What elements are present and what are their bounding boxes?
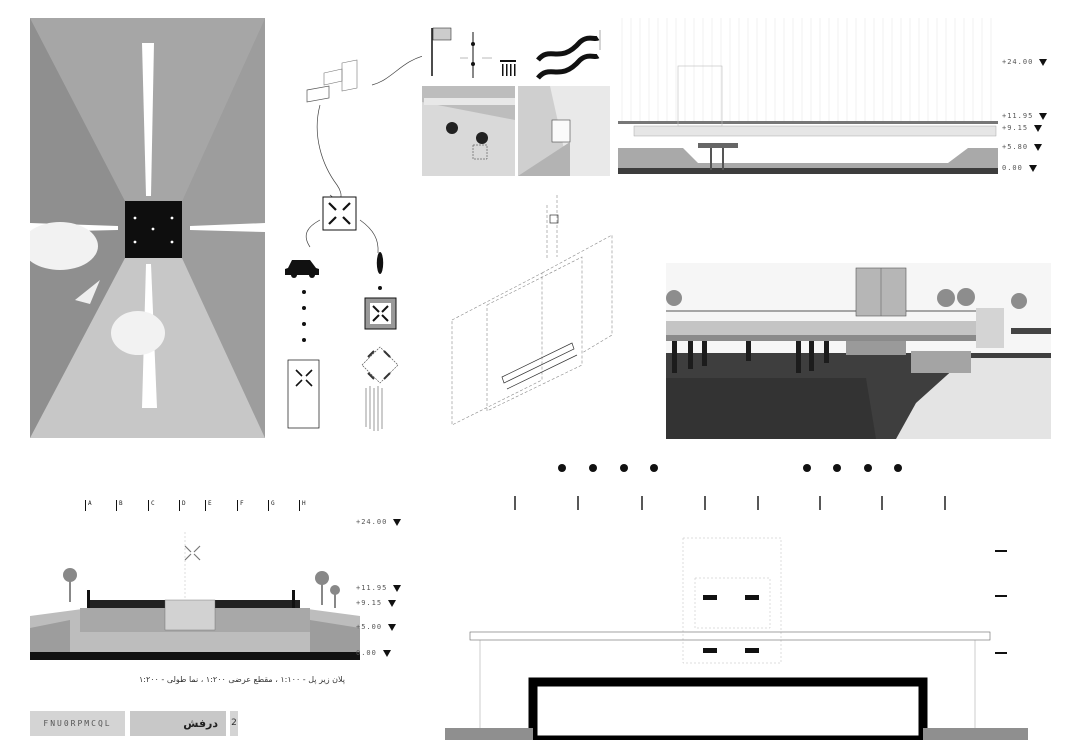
car-icon	[285, 260, 319, 278]
grid-axis: E	[205, 500, 212, 511]
light-cross-icon	[322, 196, 357, 231]
grid-axis-labels: A B C D E F G H	[80, 500, 320, 520]
level-triangle-icon	[1028, 164, 1037, 172]
underbridge-plan	[445, 496, 1028, 740]
level-triangle-icon	[393, 584, 402, 592]
level-triangle-icon	[1034, 124, 1043, 132]
dot-separator	[558, 464, 902, 472]
section-level: +24.00	[356, 518, 402, 526]
cross-section	[30, 532, 360, 660]
project-name: درفش	[130, 711, 226, 736]
person-icon	[376, 252, 384, 274]
detail-sketches	[422, 27, 610, 176]
grid-axis: H	[299, 500, 306, 511]
level-triangle-icon	[1039, 58, 1048, 66]
grid-axis: A	[85, 500, 92, 511]
level-triangle-icon	[388, 623, 397, 631]
project-code: FNU0RPMCQL	[30, 711, 125, 736]
level-triangle-icon	[388, 599, 397, 607]
elevation-level: +9.15	[1002, 124, 1043, 132]
grid-axis: C	[148, 500, 155, 511]
concept-diagram	[285, 56, 422, 431]
level-triangle-icon	[1034, 143, 1043, 151]
level-triangle-icon	[382, 649, 391, 657]
grid-axis: D	[179, 500, 186, 511]
grid-axis: F	[237, 500, 244, 511]
section-level: +9.15	[356, 599, 397, 607]
axonometric-wireframe	[451, 195, 613, 426]
bridge-render	[666, 263, 1051, 439]
elevation-level: +5.80	[1002, 143, 1043, 151]
elevation-level: +24.00	[1002, 58, 1048, 66]
section-level: 0.00	[356, 649, 391, 657]
section-level: +5.00	[356, 623, 397, 631]
level-triangle-icon	[1039, 112, 1048, 120]
grid-axis: G	[268, 500, 275, 511]
level-triangle-icon	[393, 518, 402, 526]
tunnel-render	[30, 18, 265, 438]
elevation-level: +11.95	[1002, 112, 1048, 120]
sheet-number: 2	[230, 711, 238, 736]
elevation-level: 0.00	[1002, 164, 1037, 172]
long-elevation	[618, 18, 998, 174]
section-level: +11.95	[356, 584, 402, 592]
grid-axis: B	[116, 500, 123, 511]
drawing-caption: پلان زیر پل - ۱:۱۰۰ ، مقطع عرضی ۱:۲۰۰ ، …	[138, 675, 345, 684]
